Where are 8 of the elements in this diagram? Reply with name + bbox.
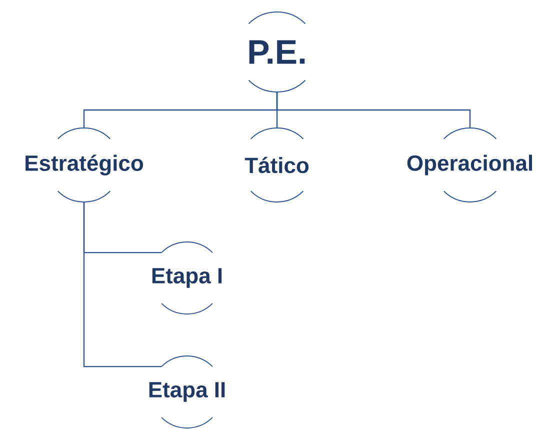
arc-node: Operacional xyxy=(407,128,532,202)
arc-node: Tático xyxy=(244,128,309,202)
connector-line xyxy=(276,92,471,128)
arc-node: Estratégico xyxy=(26,128,144,202)
arc-node: Etapa II xyxy=(149,356,225,428)
arc-node: P.E. xyxy=(248,12,306,92)
connector-line xyxy=(83,202,162,368)
arc-node: Etapa I xyxy=(152,242,222,314)
